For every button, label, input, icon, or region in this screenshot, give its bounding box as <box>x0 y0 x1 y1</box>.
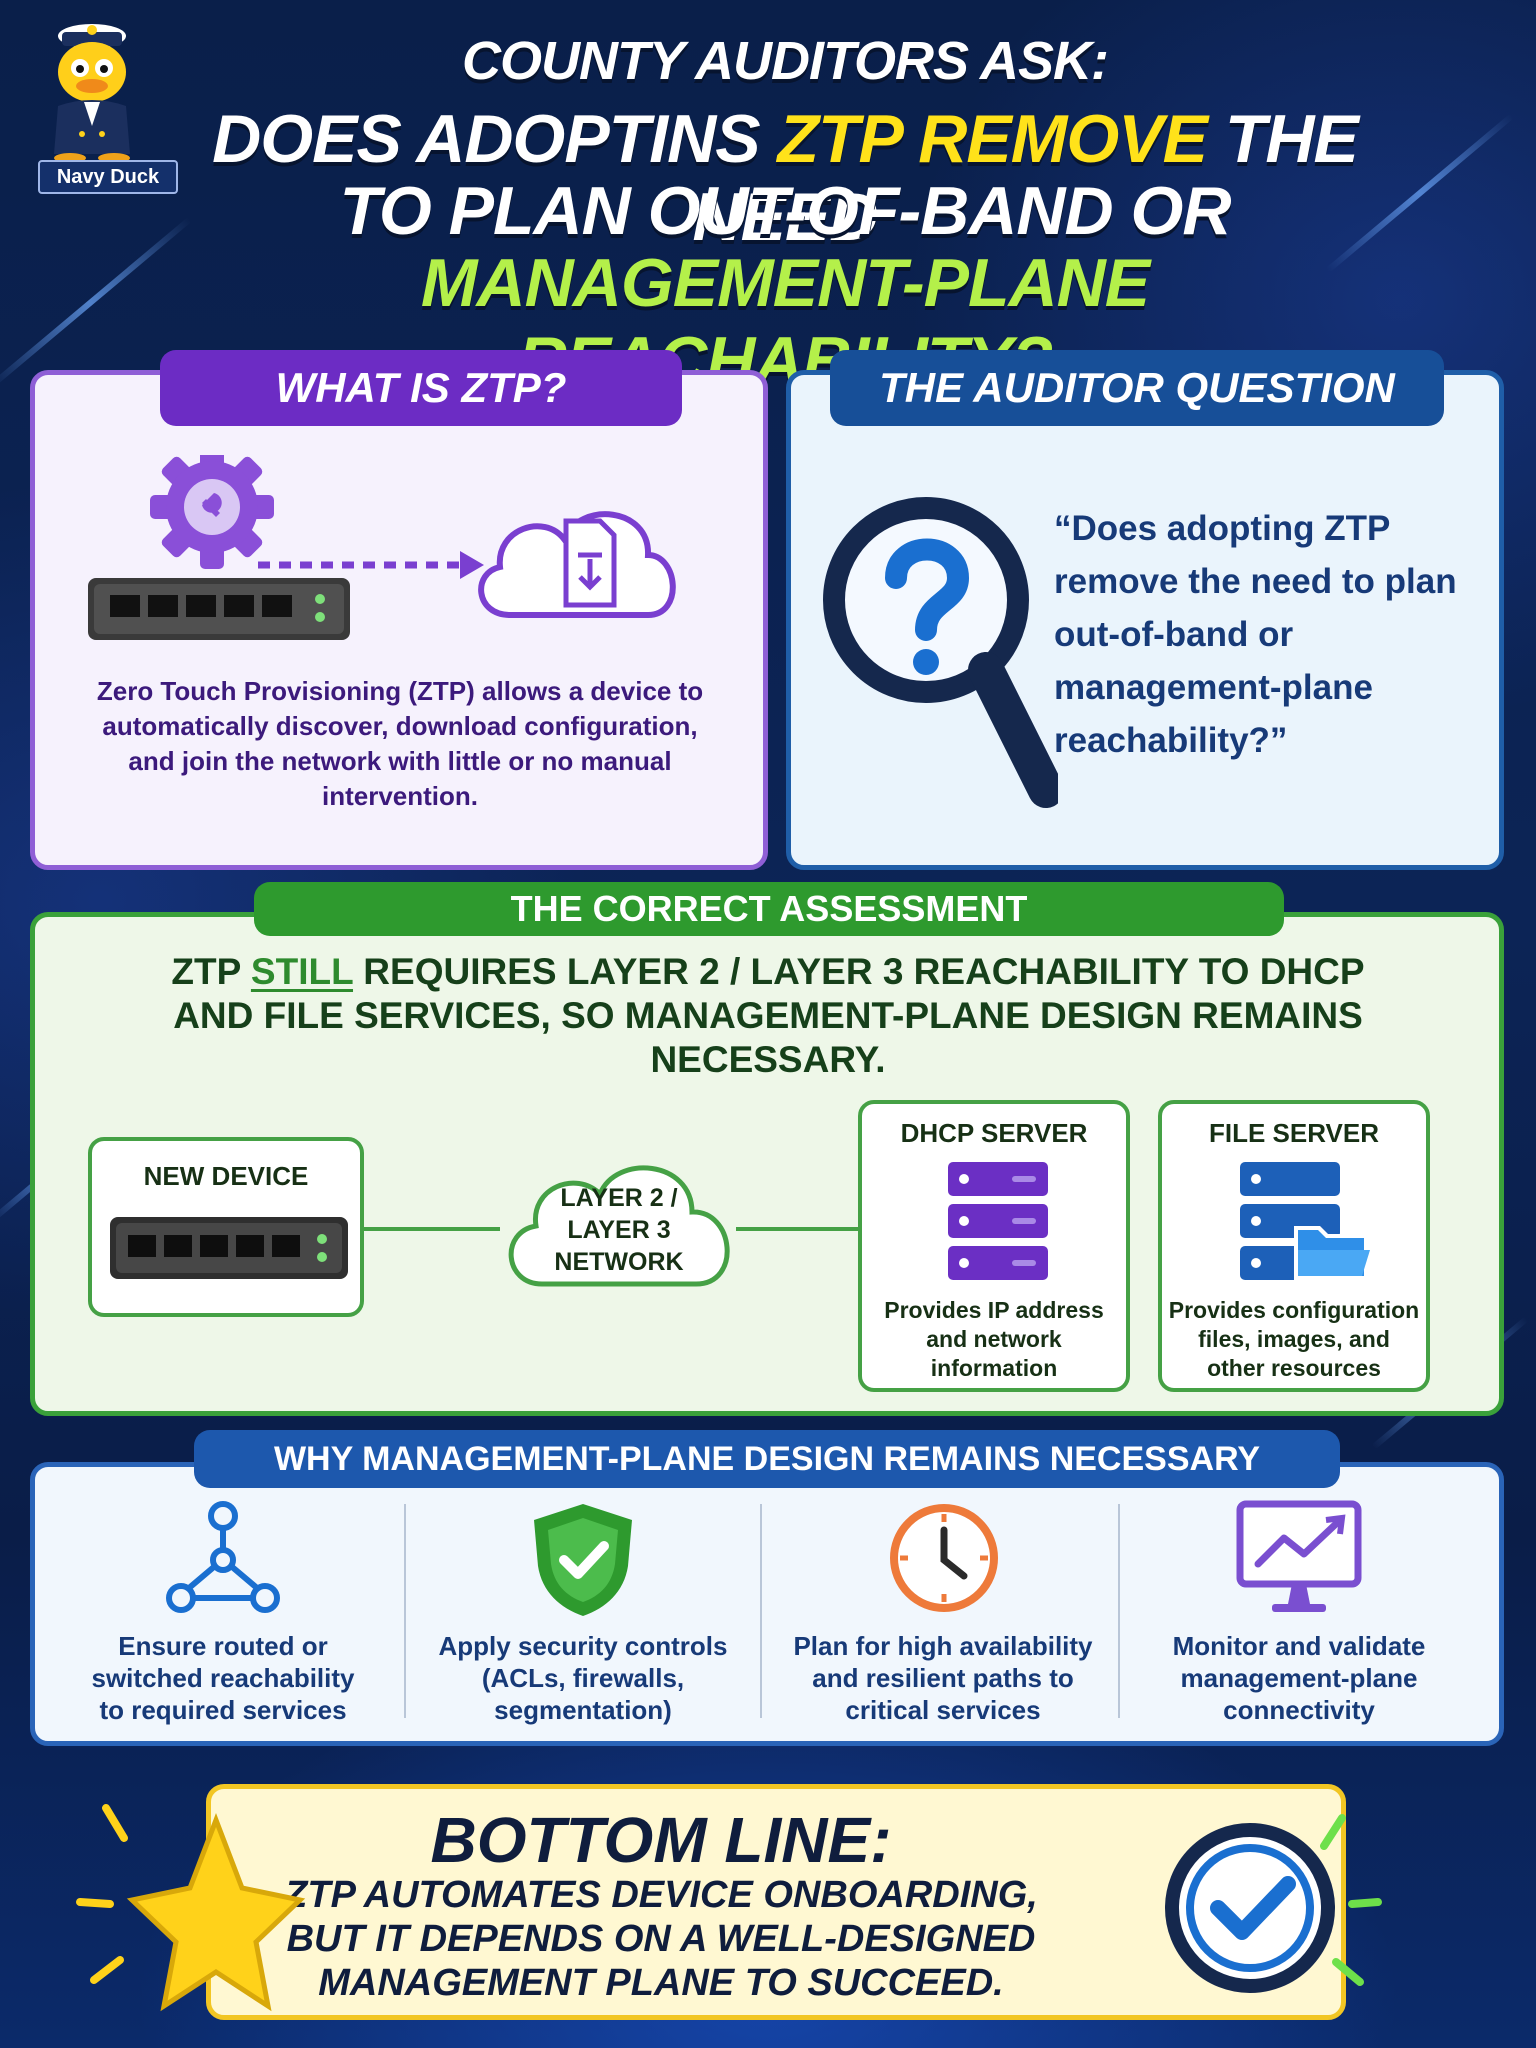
divider <box>404 1504 406 1718</box>
why-text-line: Plan for high availability <box>793 1631 1093 1661</box>
dhcp-server-box: DHCP SERVER Provides IP address and netw… <box>858 1100 1130 1392</box>
still-emphasis: STILL <box>250 951 354 992</box>
new-device-box: NEW DEVICE <box>88 1137 364 1317</box>
header-line-2: DOES ADOPTINS ZTP REMOVE THE NEED <box>212 101 1359 255</box>
monitor-chart-icon <box>1236 1500 1362 1612</box>
why-text-line: to required services <box>99 1695 347 1725</box>
assessment-title: THE CORRECT ASSESSMENT <box>254 882 1284 936</box>
why-text-line: critical services <box>845 1695 1041 1725</box>
file-desc-1: Provides configuration <box>1168 1297 1420 1323</box>
network-label-3: NETWORK <box>554 1248 684 1276</box>
mascot-label: Navy Duck <box>38 160 178 194</box>
gear-icon <box>150 455 274 569</box>
dhcp-desc-3: information <box>930 1355 1058 1381</box>
file-desc-2: files, images, and <box>1198 1326 1390 1352</box>
what-is-ztp-title: WHAT IS ZTP? <box>160 350 682 426</box>
why-text-line: Monitor and validate <box>1172 1631 1426 1661</box>
navy-duck-mascot: Navy Duck <box>22 14 178 194</box>
shield-check-icon <box>534 1504 632 1616</box>
network-label-1: LAYER 2 / <box>560 1184 678 1212</box>
divider <box>760 1504 762 1718</box>
why-text-line: Ensure routed or <box>118 1631 328 1661</box>
bottom-line-2: BUT IT DEPENDS ON A WELL-DESIGNED <box>286 1918 1036 1960</box>
dhcp-desc-2: and network <box>926 1326 1062 1352</box>
network-switch-icon <box>110 1217 348 1279</box>
file-server-box: FILE SERVER Provides configuration files… <box>1158 1100 1430 1392</box>
assessment-statement: ZTP STILL REQUIRES LAYER 2 / LAYER 3 REA… <box>171 951 1365 1080</box>
why-text-line: segmentation) <box>494 1695 672 1725</box>
cloud-file-icon <box>478 511 676 618</box>
why-text-line: switched reachability <box>91 1663 355 1693</box>
auditor-question-title: THE AUDITOR QUESTION <box>830 350 1444 426</box>
check-circle-icon <box>1165 1814 1382 1993</box>
why-text-line: (ACLs, firewalls, <box>481 1663 685 1693</box>
why-text-line: and resilient paths to <box>812 1663 1074 1693</box>
ztp-illustration <box>88 455 676 640</box>
ztp-description: Zero Touch Provisioning (ZTP) allows a d… <box>96 676 704 811</box>
header-highlight: ZTP REMOVE <box>777 101 1208 177</box>
magnifier-question-icon <box>823 497 1058 808</box>
clock-icon <box>890 1504 998 1612</box>
file-server-icon <box>1240 1162 1370 1280</box>
dhcp-desc-1: Provides IP address <box>884 1297 1104 1323</box>
star-icon <box>76 1804 306 2012</box>
network-cloud-icon <box>508 1165 730 1287</box>
network-switch-icon <box>88 578 350 640</box>
why-title: WHY MANAGEMENT-PLANE DESIGN REMAINS NECE… <box>194 1430 1340 1488</box>
new-device-title: NEW DEVICE <box>143 1161 309 1191</box>
network-label-2: LAYER 3 <box>567 1216 671 1244</box>
bottom-line-3: MANAGEMENT PLANE TO SUCCEED. <box>318 1962 1004 2004</box>
duck-icon <box>54 24 130 163</box>
bottom-line-1: ZTP AUTOMATES DEVICE ONBOARDING, <box>284 1874 1038 1916</box>
header-kicker: COUNTY AUDITORS ASK: <box>461 31 1109 91</box>
network-topology-icon <box>166 1501 280 1613</box>
header-line-3: TO PLAN OUT-OF-BAND OR <box>339 173 1232 249</box>
connector-line <box>360 1227 500 1231</box>
bottom-line-title: BOTTOM LINE: <box>430 1804 892 1876</box>
bottom-line-text: ZTP AUTOMATES DEVICE ONBOARDING,BUT IT D… <box>211 1873 1111 2005</box>
auditor-quote: “Does adopting ZTP remove the need to pl… <box>1054 509 1457 760</box>
why-text-line: connectivity <box>1223 1695 1375 1725</box>
why-text-line: management-plane <box>1180 1663 1418 1693</box>
server-icon <box>948 1162 1048 1280</box>
dhcp-server-title: DHCP SERVER <box>900 1118 1088 1148</box>
file-desc-3: other resources <box>1207 1355 1381 1381</box>
divider <box>1118 1504 1120 1718</box>
why-text-line: Apply security controls <box>438 1631 728 1661</box>
file-server-title: FILE SERVER <box>1208 1118 1379 1148</box>
bottom-line-panel: BOTTOM LINE: ZTP AUTOMATES DEVICE ONBOAR… <box>206 1784 1346 2020</box>
connector-line <box>736 1227 860 1231</box>
why-item: Apply security controls(ACLs, firewalls,… <box>418 1500 748 1730</box>
